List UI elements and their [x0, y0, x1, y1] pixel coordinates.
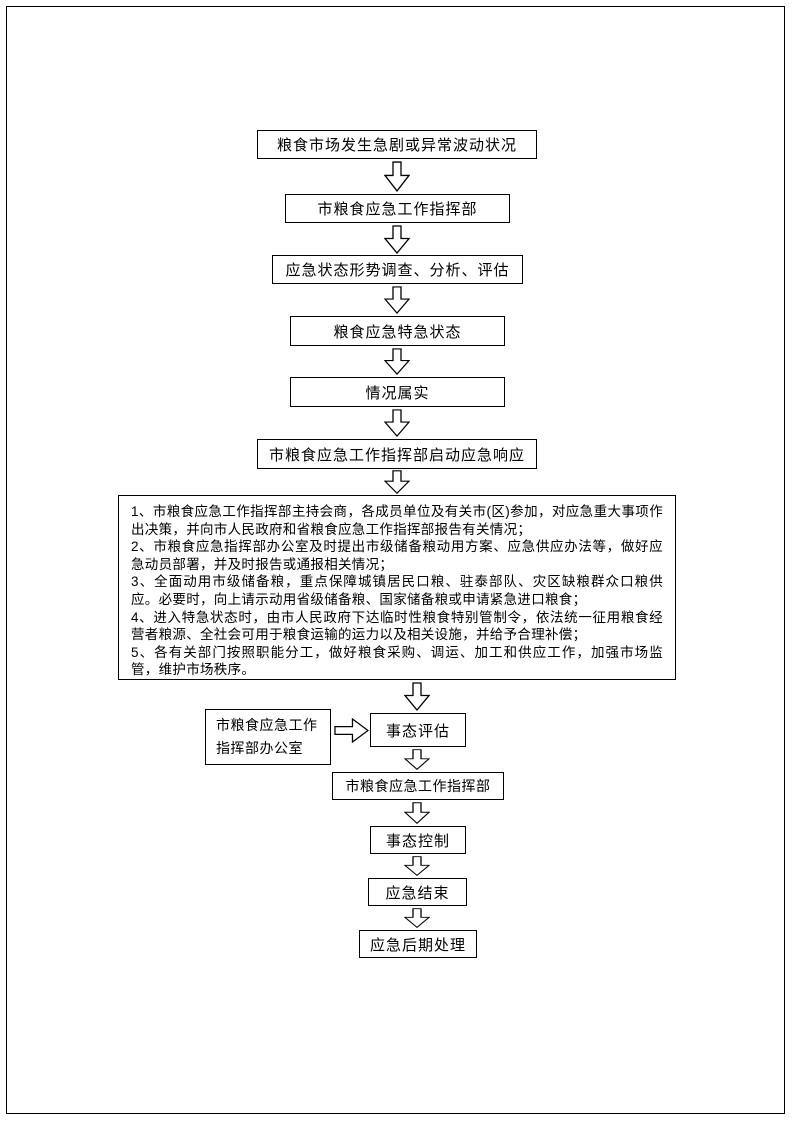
flow-box-label: 粮食市场发生急剧或异常波动状况 — [276, 137, 517, 154]
flow-box-command-center: 市粮食应急工作指挥部 — [285, 194, 510, 223]
flow-box-label: 市粮食应急工作指挥部启动应急响应 — [268, 446, 525, 464]
down-arrow-icon — [384, 225, 410, 254]
detail-item: 5、各有关部门按照职能分工，做好粮食采购、调运、加工和供应工作，加强市场监管，维… — [131, 644, 663, 678]
down-arrow-icon — [384, 409, 410, 437]
flow-box-market-fluctuation: 粮食市场发生急剧或异常波动状况 — [257, 130, 537, 159]
down-arrow-icon — [404, 682, 430, 711]
side-box-line1: 市粮食应急工作 — [216, 717, 318, 733]
down-arrow-icon — [404, 856, 430, 876]
flow-box-label: 市粮食应急工作指挥部 — [345, 778, 491, 794]
flow-box-command-office: 市粮食应急工作 指挥部办公室 — [205, 709, 331, 765]
flow-box-label: 应急后期处理 — [369, 936, 466, 954]
flow-box-urgent-state: 粮食应急特急状态 — [290, 316, 505, 346]
down-arrow-icon — [384, 286, 410, 314]
flow-box-label: 粮食应急特急状态 — [333, 323, 462, 341]
down-arrow-icon — [404, 908, 430, 928]
down-arrow-icon — [404, 802, 430, 824]
detail-item: 4、进入特急状态时，由市人民政府下达临时性粮食特别管制令，依法统一征用粮食经营者… — [131, 609, 663, 643]
flow-box-command-center-2: 市粮食应急工作指挥部 — [332, 772, 504, 800]
detail-item: 2、市粮食应急指挥部办公室及时提出市级储备粮动用方案、应急供应办法等，做好应急动… — [131, 539, 663, 572]
flow-box-situation-control: 事态控制 — [370, 826, 466, 854]
flow-box-label: 情况属实 — [365, 384, 430, 402]
flow-box-label: 应急结束 — [385, 884, 450, 902]
down-arrow-icon — [384, 348, 410, 375]
flow-box-label: 事态控制 — [385, 832, 450, 850]
detail-item: 1、市粮食应急工作指挥部主持会商，各成员单位及有关市(区)参加，对应急重大事项作… — [131, 504, 663, 537]
flow-box-emergency-end: 应急结束 — [368, 878, 467, 906]
flow-box-investigation: 应急状态形势调查、分析、评估 — [272, 255, 523, 284]
flow-box-situation-assessment: 事态评估 — [370, 713, 466, 747]
flow-box-label: 事态评估 — [385, 722, 450, 740]
detail-item: 3、全面动用市级储备粮，重点保障城镇居民口粮、驻泰部队、灾区缺粮群众口粮供应。必… — [131, 574, 663, 607]
down-arrow-icon — [404, 749, 430, 770]
flow-box-launch-response: 市粮食应急工作指挥部启动应急响应 — [257, 439, 537, 469]
flow-box-post-processing: 应急后期处理 — [359, 930, 477, 958]
down-arrow-icon — [384, 470, 410, 494]
side-box-line2: 指挥部办公室 — [216, 740, 303, 756]
flow-box-label: 应急状态形势调查、分析、评估 — [285, 262, 510, 279]
flow-box-situation-verified: 情况属实 — [290, 377, 505, 407]
down-arrow-icon — [384, 161, 410, 192]
flow-detail-measures-box: 1、市粮食应急工作指挥部主持会商，各成员单位及有关市(区)参加，对应急重大事项作… — [118, 495, 676, 680]
right-arrow-icon — [334, 718, 369, 743]
flow-box-label: 市粮食应急工作指挥部 — [317, 201, 478, 218]
